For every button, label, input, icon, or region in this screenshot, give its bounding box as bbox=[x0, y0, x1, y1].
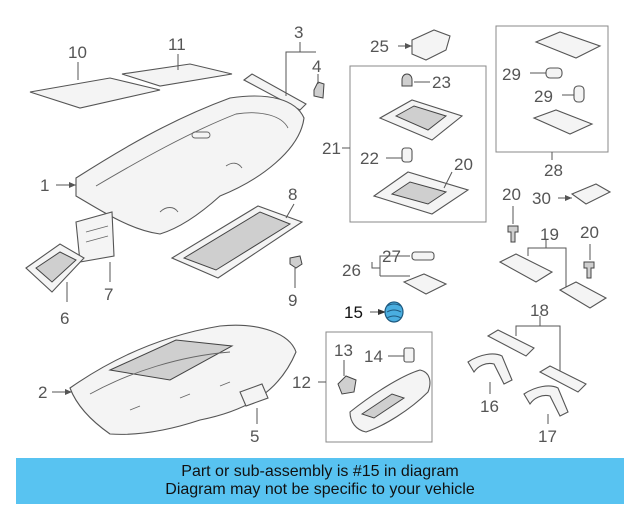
part-19-brackets: 19 bbox=[498, 225, 608, 309]
part-20-screw-a: 20 bbox=[502, 185, 521, 243]
part-11-panel: 11 bbox=[121, 35, 233, 87]
part-16-grab-handle: 16 bbox=[467, 353, 513, 416]
callout-20a: 20 bbox=[502, 185, 521, 204]
banner-line-1: Part or sub-assembly is #15 in diagram bbox=[181, 463, 459, 480]
callout-22: 20 bbox=[454, 155, 473, 174]
callout-14: 14 bbox=[364, 347, 383, 366]
callout-11: 11 bbox=[168, 35, 186, 54]
info-banner: Part or sub-assembly is #15 in diagram D… bbox=[16, 458, 624, 504]
assembly-box-21 bbox=[349, 65, 487, 223]
part-27-bulb: 27 bbox=[382, 247, 435, 266]
callout-24: 23 bbox=[432, 73, 451, 92]
callout-28: 28 bbox=[544, 161, 563, 180]
callout-18: 18 bbox=[530, 301, 549, 320]
callout-12: 12 bbox=[292, 373, 311, 392]
callout-6: 6 bbox=[60, 309, 69, 328]
part-9-clip: 9 bbox=[288, 255, 303, 310]
part-15-clip-highlighted: 15 bbox=[344, 301, 404, 323]
part-29-bulb-b: 29 bbox=[534, 85, 585, 106]
part-25-component: 25 bbox=[370, 29, 451, 61]
callout-7: 7 bbox=[104, 285, 113, 304]
part-22-cover: 20 bbox=[372, 155, 473, 215]
part-28-console bbox=[532, 31, 602, 135]
callout-29b: 29 bbox=[534, 87, 553, 106]
callout-21: 21 bbox=[322, 139, 341, 158]
part-23-bulb: 22 bbox=[360, 147, 413, 168]
part-12-sunvisor bbox=[349, 369, 431, 433]
callout-30: 30 bbox=[532, 189, 551, 208]
part-17-grab-handle: 17 bbox=[523, 385, 569, 446]
callout-10: 10 bbox=[68, 43, 87, 62]
callout-13: 13 bbox=[334, 341, 353, 360]
part-30-lamp: 30 bbox=[532, 183, 612, 208]
callout-9: 9 bbox=[288, 291, 297, 310]
part-6-mount: 6 bbox=[25, 243, 85, 328]
part-10-panel: 10 bbox=[29, 43, 161, 109]
part-14-cap: 14 bbox=[364, 347, 415, 366]
part-8-frame: 8 bbox=[170, 185, 304, 279]
banner-line-2: Diagram may not be specific to your vehi… bbox=[165, 481, 475, 498]
callout-4: 4 bbox=[312, 57, 321, 76]
callout-19: 19 bbox=[540, 225, 559, 244]
callout-16: 16 bbox=[480, 397, 499, 416]
part-2-headliner-assembly: 2 bbox=[38, 324, 297, 435]
assembly-box-12 bbox=[325, 331, 433, 443]
callout-29a: 29 bbox=[502, 65, 521, 84]
part-7-bracket: 7 bbox=[75, 211, 115, 304]
part-13-bracket: 13 bbox=[334, 341, 357, 395]
callout-15: 15 bbox=[344, 303, 363, 322]
callout-5: 5 bbox=[250, 427, 259, 446]
callout-25: 25 bbox=[370, 37, 389, 56]
part-5-lamp: 5 bbox=[239, 383, 269, 446]
part-24-bulb: 23 bbox=[401, 73, 451, 92]
callout-2: 2 bbox=[38, 383, 47, 402]
part-29-bulb-a: 29 bbox=[502, 65, 563, 84]
callout-20b: 20 bbox=[580, 223, 599, 242]
callout-17: 17 bbox=[538, 427, 557, 446]
callout-8: 8 bbox=[288, 185, 297, 204]
part-1-headliner: 1 bbox=[40, 95, 305, 235]
callout-27: 27 bbox=[382, 247, 401, 266]
part-21-map-lamp bbox=[378, 99, 464, 141]
callout-1: 1 bbox=[40, 176, 49, 195]
callout-23: 22 bbox=[360, 149, 379, 168]
part-26-lamp: 26 bbox=[342, 255, 448, 295]
part-4-clip: 4 bbox=[312, 57, 325, 99]
parts-diagram: 10 11 3 4 1 8 9 bbox=[25, 23, 612, 446]
part-18-brackets: 18 bbox=[486, 301, 587, 393]
callout-26: 26 bbox=[342, 261, 361, 280]
part-20-screw-b: 20 bbox=[580, 223, 599, 279]
callout-3: 3 bbox=[294, 23, 303, 42]
